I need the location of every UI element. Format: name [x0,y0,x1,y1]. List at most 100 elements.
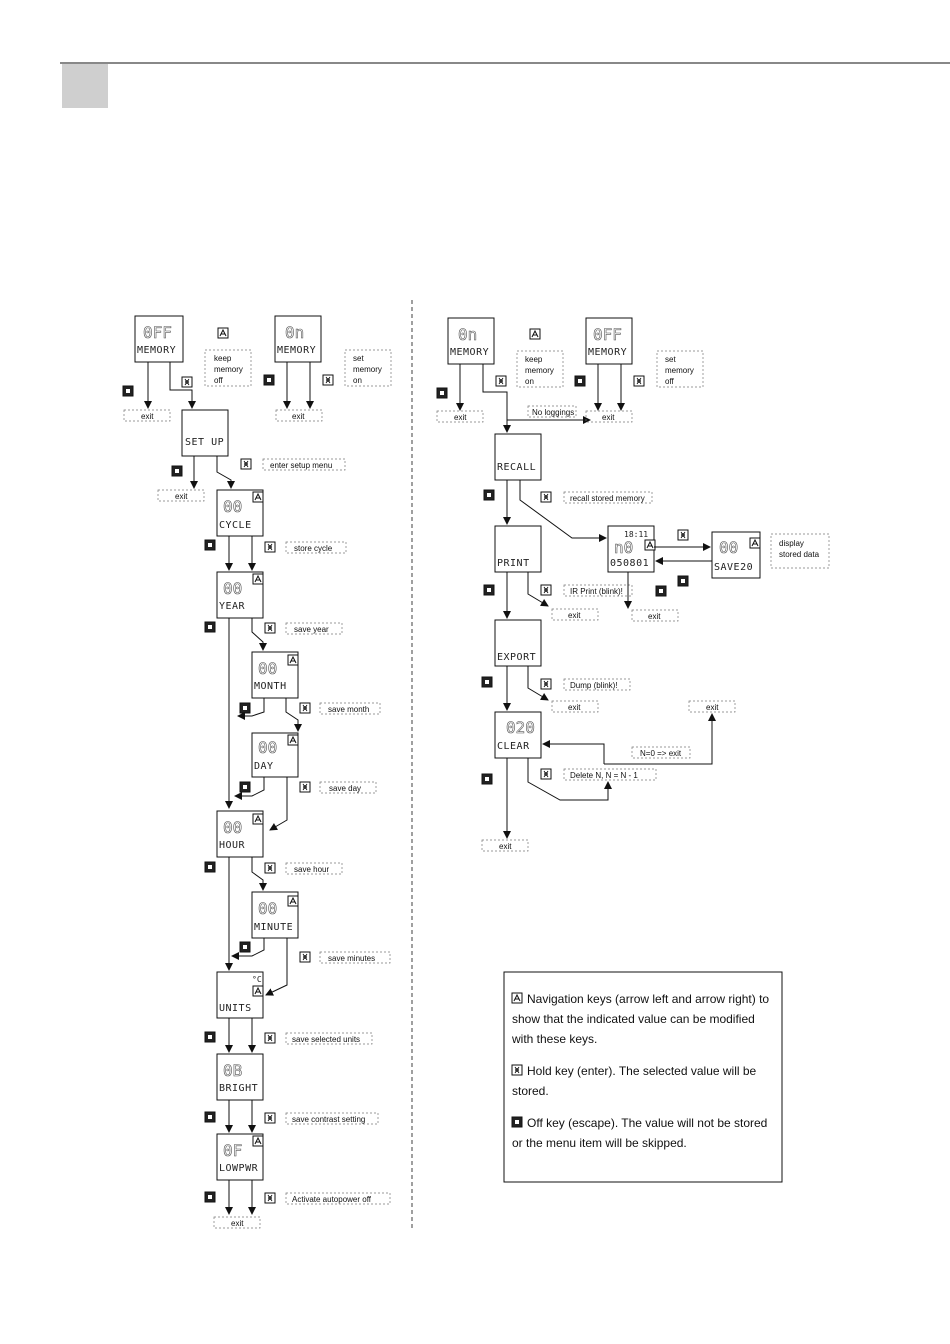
exit-box [275,409,323,422]
off-key-icon [239,702,251,714]
bright-display [216,1053,264,1101]
note-text: memory [353,365,382,374]
exit-box [481,839,529,852]
exit-label: exit [141,412,154,421]
activate-autopower-note [285,1192,391,1205]
print-label: PRINT [497,558,530,569]
note-text: off [214,376,224,385]
off-key-icon [574,375,586,387]
keep-memory-on-note [516,350,564,388]
exit-box [551,700,599,713]
off-key-icon [204,861,216,873]
ir-print-note [563,584,633,597]
memory-on-label: MEMORY [277,345,316,356]
legend-hold-line: Hold key (enter). The selected value wil… [527,1064,757,1078]
n0-exit-note [631,746,691,759]
off-key-icon [122,385,134,397]
export-display [494,619,542,667]
note-text: IR Print (blink)! [570,587,623,596]
memory-off-display [134,315,184,363]
legend-hold-line: stored. [512,1084,549,1098]
memory-off-label: MEMORY [137,345,176,356]
note-text: on [353,376,362,385]
units-unit: °C [252,975,262,984]
save-month-note [319,702,381,715]
hold-key-icon [299,781,311,793]
delete-n-note [563,768,657,781]
exit-box [123,409,171,422]
off-key-icon [483,489,495,501]
hold-key-icon [264,862,276,874]
hold-key-icon [511,1064,523,1076]
exit-box [631,609,679,622]
export-label: EXPORT [497,652,536,663]
svg-text:n0: n0 [614,538,633,557]
off-key-icon [171,465,183,477]
exit-label: exit [602,413,615,422]
hold-key-icon [181,376,193,388]
hold-key-icon [540,678,552,690]
exit-box [436,410,484,423]
svg-text:00: 00 [258,659,277,678]
off-key-icon [239,781,251,793]
note-text: set [353,354,364,363]
hold-key-icon [322,374,334,386]
exit-box [688,700,736,713]
off-key-icon [481,773,493,785]
note-text: save year [294,625,329,634]
set-memory-off-note [656,350,704,388]
recall-stored-note [563,491,653,504]
nav-key-icon [252,491,264,503]
clear-display [494,711,542,759]
keep-memory-off-note [204,349,252,387]
exit-label: exit [499,842,512,851]
note-text: save minutes [328,954,375,963]
off-key-icon [263,374,275,386]
nav-key-icon [252,1135,264,1147]
note-text: on [525,377,534,386]
note-text: Delete N, N = N - 1 [570,771,638,780]
note-text: memory [214,365,243,374]
svg-text:00: 00 [223,579,242,598]
hold-key-icon [299,702,311,714]
svg-text:00: 00 [258,738,277,757]
note-text: off [665,377,675,386]
nav-key-icon [287,734,299,746]
off-key-icon [204,1031,216,1043]
note-text: memory [525,366,554,375]
off-key-icon [511,1116,523,1128]
nav-key-icon [529,328,541,340]
clear-label: CLEAR [497,741,530,752]
exit-label: exit [454,413,467,422]
nav-key-icon [644,539,656,551]
exit-box [551,608,599,621]
exit-label: exit [175,492,188,501]
hold-key-icon [677,529,689,541]
exit-label: exit [568,611,581,620]
cycle-label: CYCLE [219,520,252,531]
off-key-icon [204,1111,216,1123]
nav-key-icon [252,813,264,825]
off-key-icon [204,621,216,633]
note-text: keep [214,354,232,363]
print-display [494,525,542,573]
note-text: save hour [294,865,329,874]
nav-key-icon [217,327,229,339]
svg-text:0B: 0B [223,1061,242,1080]
save-day-note [319,781,377,794]
note-text: save contrast setting [292,1115,365,1124]
recall-display [494,433,542,481]
set-memory-on-note [344,349,392,387]
dump-note [563,678,631,691]
units-label: UNITS [219,1003,252,1014]
hold-key-icon [264,541,276,553]
off-key-icon [204,539,216,551]
svg-text:020: 020 [506,718,535,737]
note-text: stored data [779,550,820,559]
svg-text:00: 00 [223,818,242,837]
save-contrast-note [285,1112,379,1125]
exit-label: exit [648,612,661,621]
bright-label: BRIGHT [219,1083,258,1094]
off-key-icon [655,585,667,597]
svg-text:0F: 0F [223,1141,242,1160]
